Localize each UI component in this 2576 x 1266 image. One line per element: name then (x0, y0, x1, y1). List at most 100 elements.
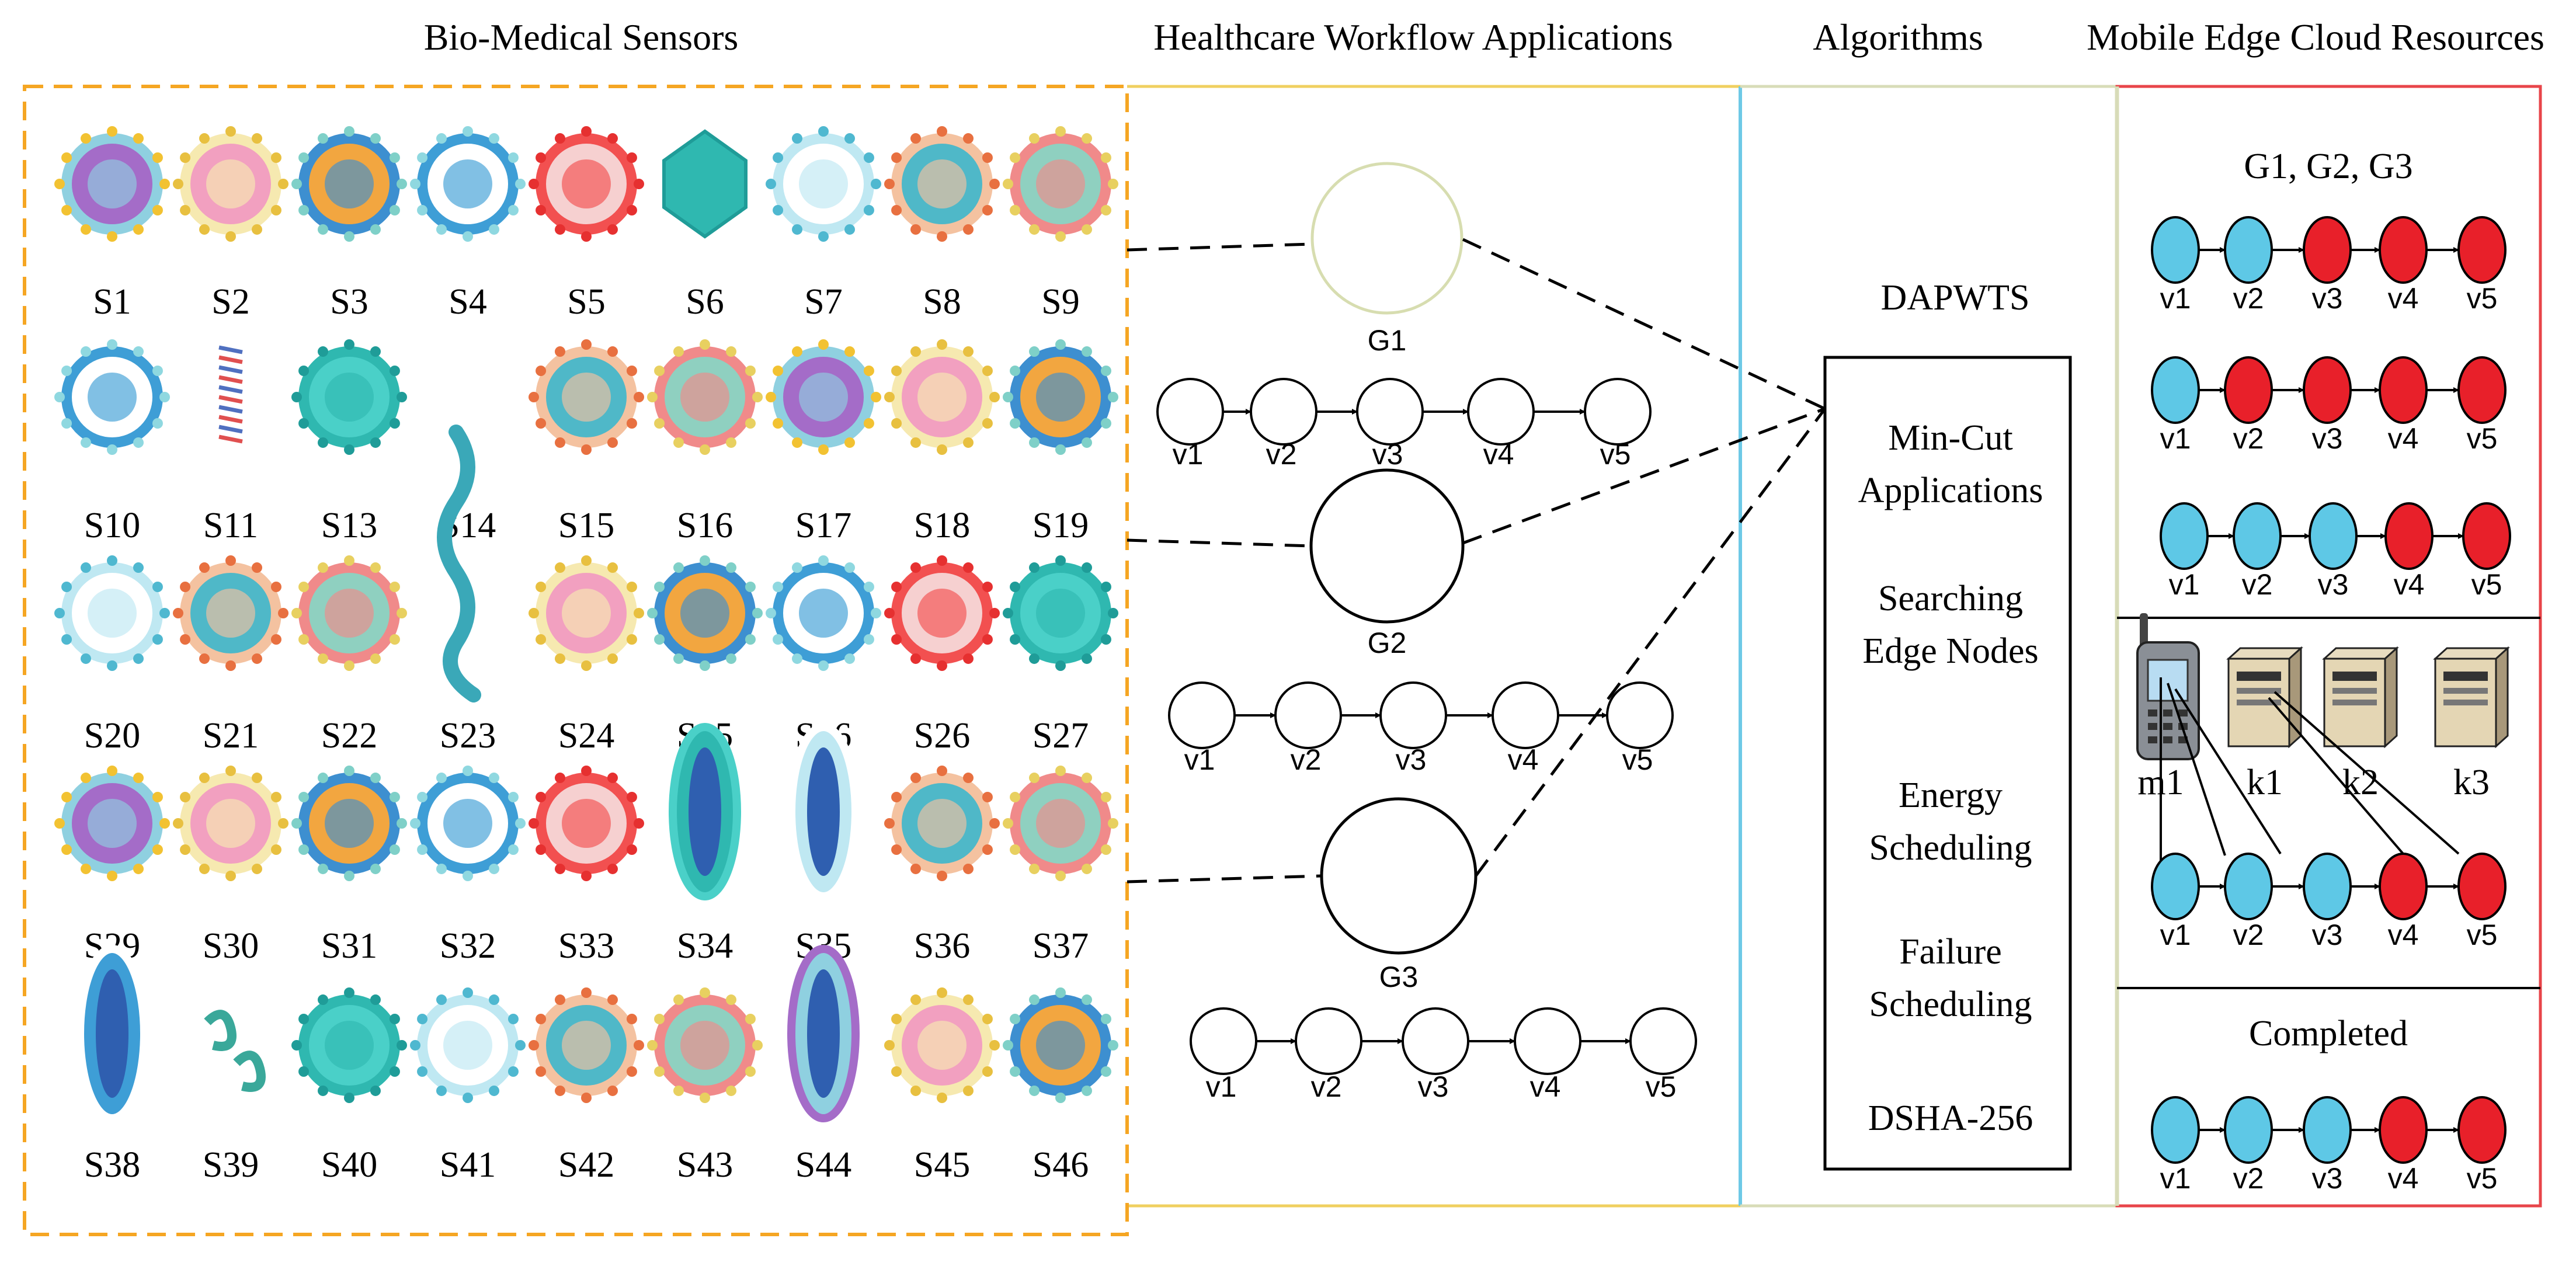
resource-task-label: v3 (2318, 568, 2349, 601)
sensor-label: S45 (914, 1145, 970, 1185)
resource-task-node (2151, 216, 2200, 284)
header-workflow: Healthcare Workflow Applications (1153, 16, 1673, 58)
resource-task-label: v3 (2312, 422, 2343, 455)
resource-task-label: v2 (2233, 282, 2264, 315)
sensor-label: S6 (686, 282, 724, 322)
sensor-label: S1 (93, 282, 131, 322)
workflow-task-label: v1 (1173, 438, 1204, 471)
completed-title: Completed (2249, 1014, 2408, 1053)
resource-task-label: v3 (2312, 282, 2343, 315)
sensor-label: S18 (914, 506, 970, 545)
resource-task-node (2151, 356, 2200, 424)
header-algorithms: Algorithms (1813, 16, 1983, 58)
resource-task-label: v5 (2467, 919, 2498, 951)
device-row: m1 k1 k2 k3 (2136, 613, 2510, 861)
workflow-task-label: v2 (1291, 743, 1322, 776)
workflow-task-label: v3 (1418, 1070, 1449, 1103)
sensor-icon (647, 339, 763, 455)
sensor-label: S38 (84, 1145, 140, 1185)
algorithm-step-label: Scheduling (1869, 985, 2032, 1024)
resource-task-node (2160, 502, 2209, 570)
sensor-icon (291, 555, 407, 671)
resource-task-node (2309, 502, 2358, 570)
resource-task-node (2379, 1096, 2428, 1164)
resource-task-node (2379, 216, 2428, 284)
resource-task-label: v3 (2312, 919, 2343, 951)
sensor-label: S13 (321, 506, 377, 545)
workflow-task-label: v2 (1266, 438, 1297, 471)
resource-task-node (2303, 356, 2352, 424)
workflow-task-label: v4 (1508, 743, 1539, 776)
sensor-icon (54, 339, 170, 455)
sensor-icon (54, 766, 170, 881)
algorithm-steps-box (1823, 356, 2072, 1171)
workflow-task-node (1584, 378, 1652, 446)
sensor-label: S26 (914, 716, 970, 756)
sensor-label: S40 (321, 1145, 377, 1185)
sensor-icon (1003, 339, 1118, 455)
sensor-icon (54, 126, 170, 242)
device-label-k1: k1 (2247, 763, 2283, 802)
workflow-task-node (1514, 1007, 1581, 1075)
resource-task-label: v4 (2394, 568, 2425, 601)
sensor-icon (76, 945, 148, 1122)
sensor-label: S10 (84, 506, 140, 545)
device-label-k2: k2 (2342, 763, 2379, 802)
workflow-task-label: v4 (1483, 438, 1514, 471)
resource-task-node (2384, 502, 2434, 570)
sensor-label: S4 (449, 282, 486, 322)
resource-task-label: v5 (2467, 422, 2498, 455)
resource-task-label: v2 (2242, 568, 2273, 601)
sensor-icon (884, 126, 1000, 242)
workflow-task-node (1250, 378, 1317, 446)
algorithms-panel-frame (1740, 85, 2117, 1208)
sensor-icon (1003, 766, 1118, 881)
sensor-icon (884, 555, 1000, 671)
resource-task-node (2379, 356, 2428, 424)
resource-task-node (2457, 356, 2507, 424)
sensors-panel (23, 85, 1129, 1236)
algorithm-step-label: Searching (1878, 579, 2023, 618)
panel-frames (1127, 85, 2542, 1208)
sensor-icon (766, 339, 881, 455)
workflow-task-node (1629, 1007, 1697, 1075)
server-icon (2226, 646, 2303, 749)
resource-task-node (2151, 1096, 2200, 1164)
resource-task-node (2303, 216, 2352, 284)
algorithm-step-label: DSHA-256 (1868, 1098, 2033, 1138)
sensor-icon (173, 766, 288, 881)
graph-g2-circle (1309, 468, 1465, 624)
resource-task-label: v1 (2160, 1162, 2191, 1195)
algorithm-step-label: Energy (1899, 775, 2003, 815)
sensor-label: S9 (1041, 282, 1079, 322)
workflow-task-node (1379, 681, 1447, 749)
sensor-label: S23 (440, 716, 496, 756)
server-icon (2322, 646, 2399, 749)
resource-task-label: v4 (2388, 422, 2419, 455)
sensor-label: S11 (203, 506, 258, 545)
sensor-icon (766, 555, 881, 671)
server-icon (2433, 646, 2510, 749)
sensor-label: S31 (321, 926, 377, 966)
algorithm-step-label: Applications (1858, 471, 2043, 510)
resource-task-label: v4 (2388, 1162, 2419, 1195)
resource-task-node (2457, 1096, 2507, 1164)
sensor-icon (647, 555, 763, 671)
sensor-label: S21 (203, 716, 259, 756)
sensor-icon (291, 987, 407, 1103)
sensor-label: S42 (558, 1145, 614, 1185)
resource-task-node (2224, 356, 2273, 424)
sensor-label: S16 (677, 506, 733, 545)
sensor-icon (173, 126, 288, 242)
sensor-label: S22 (321, 716, 377, 756)
sensor-icon (529, 339, 644, 455)
sensor-icon (766, 126, 881, 242)
sensor-label: S8 (923, 282, 961, 322)
